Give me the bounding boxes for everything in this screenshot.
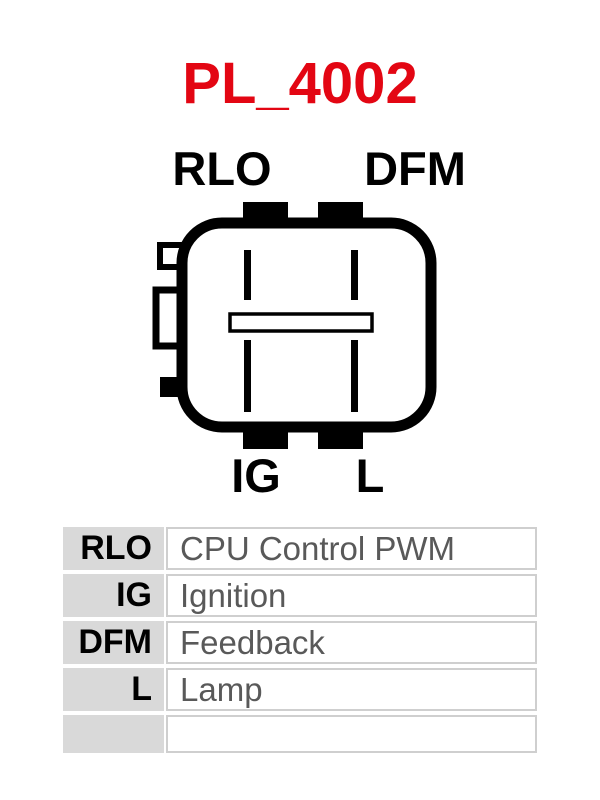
table-row [63,715,537,753]
pin-label-cell: L [63,668,164,711]
pin-slot-top-right [351,250,358,300]
pin-slot-bottom-right [351,340,358,412]
pin-slot-horizontal [228,312,374,333]
pin-description-cell: Ignition [166,574,537,617]
pin-description-table: RLO CPU Control PWM IG Ignition DFM Feed… [63,527,537,753]
table-row: IG Ignition [63,574,537,617]
connector-diagram [152,202,437,449]
pin-description-cell [166,715,537,753]
table-row: DFM Feedback [63,621,537,664]
pin-label-cell: DFM [63,621,164,664]
connector-pin-label-ig: IG [231,449,281,502]
pin-description-cell: Feedback [166,621,537,664]
connector-pin-label-l: L [355,449,385,502]
connector-pin-label-dfm: DFM [364,142,466,195]
connector-pin-label-rlo: RLO [172,142,272,195]
page-title: PL_4002 [182,51,418,116]
pin-description-cell: CPU Control PWM [166,527,537,570]
pin-label-cell: IG [63,574,164,617]
pin-description-cell: Lamp [166,668,537,711]
table-row: RLO CPU Control PWM [63,527,537,570]
pin-label-cell: RLO [63,527,164,570]
pin-slot-top-left [244,250,251,300]
pin-slot-bottom-left [244,340,251,412]
table-row: L Lamp [63,668,537,711]
pin-label-cell [63,715,164,753]
